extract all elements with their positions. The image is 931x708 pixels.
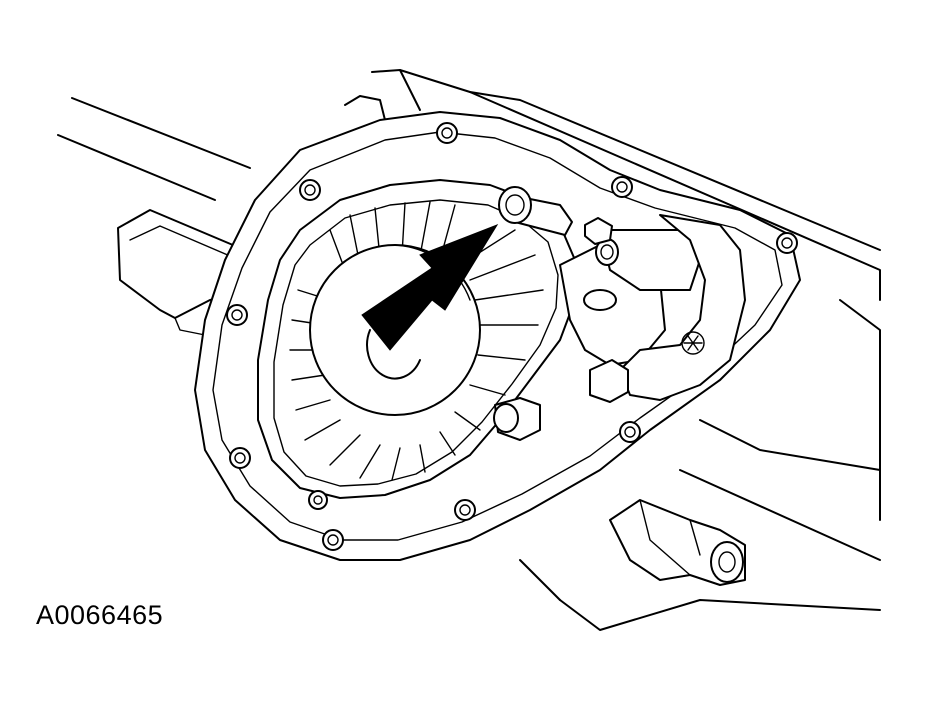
bolt	[776, 232, 798, 254]
bolt	[436, 122, 458, 144]
breather-vent-tube	[498, 186, 573, 236]
bolt	[308, 490, 328, 510]
selector-lever-assembly	[493, 214, 746, 441]
bolt	[454, 499, 476, 521]
bolt	[299, 179, 321, 201]
figure-id-label: A0066465	[36, 600, 164, 630]
left-mount-bracket	[117, 209, 241, 336]
bolt	[226, 304, 248, 326]
bolt	[619, 421, 641, 443]
transmission-housing-outline	[57, 69, 881, 631]
housing-bolts	[226, 122, 798, 551]
bolt	[322, 529, 344, 551]
shift-linkage	[609, 499, 746, 586]
bolt	[229, 447, 251, 469]
bolt	[611, 176, 633, 198]
indicator-arrow-icon	[361, 223, 499, 351]
